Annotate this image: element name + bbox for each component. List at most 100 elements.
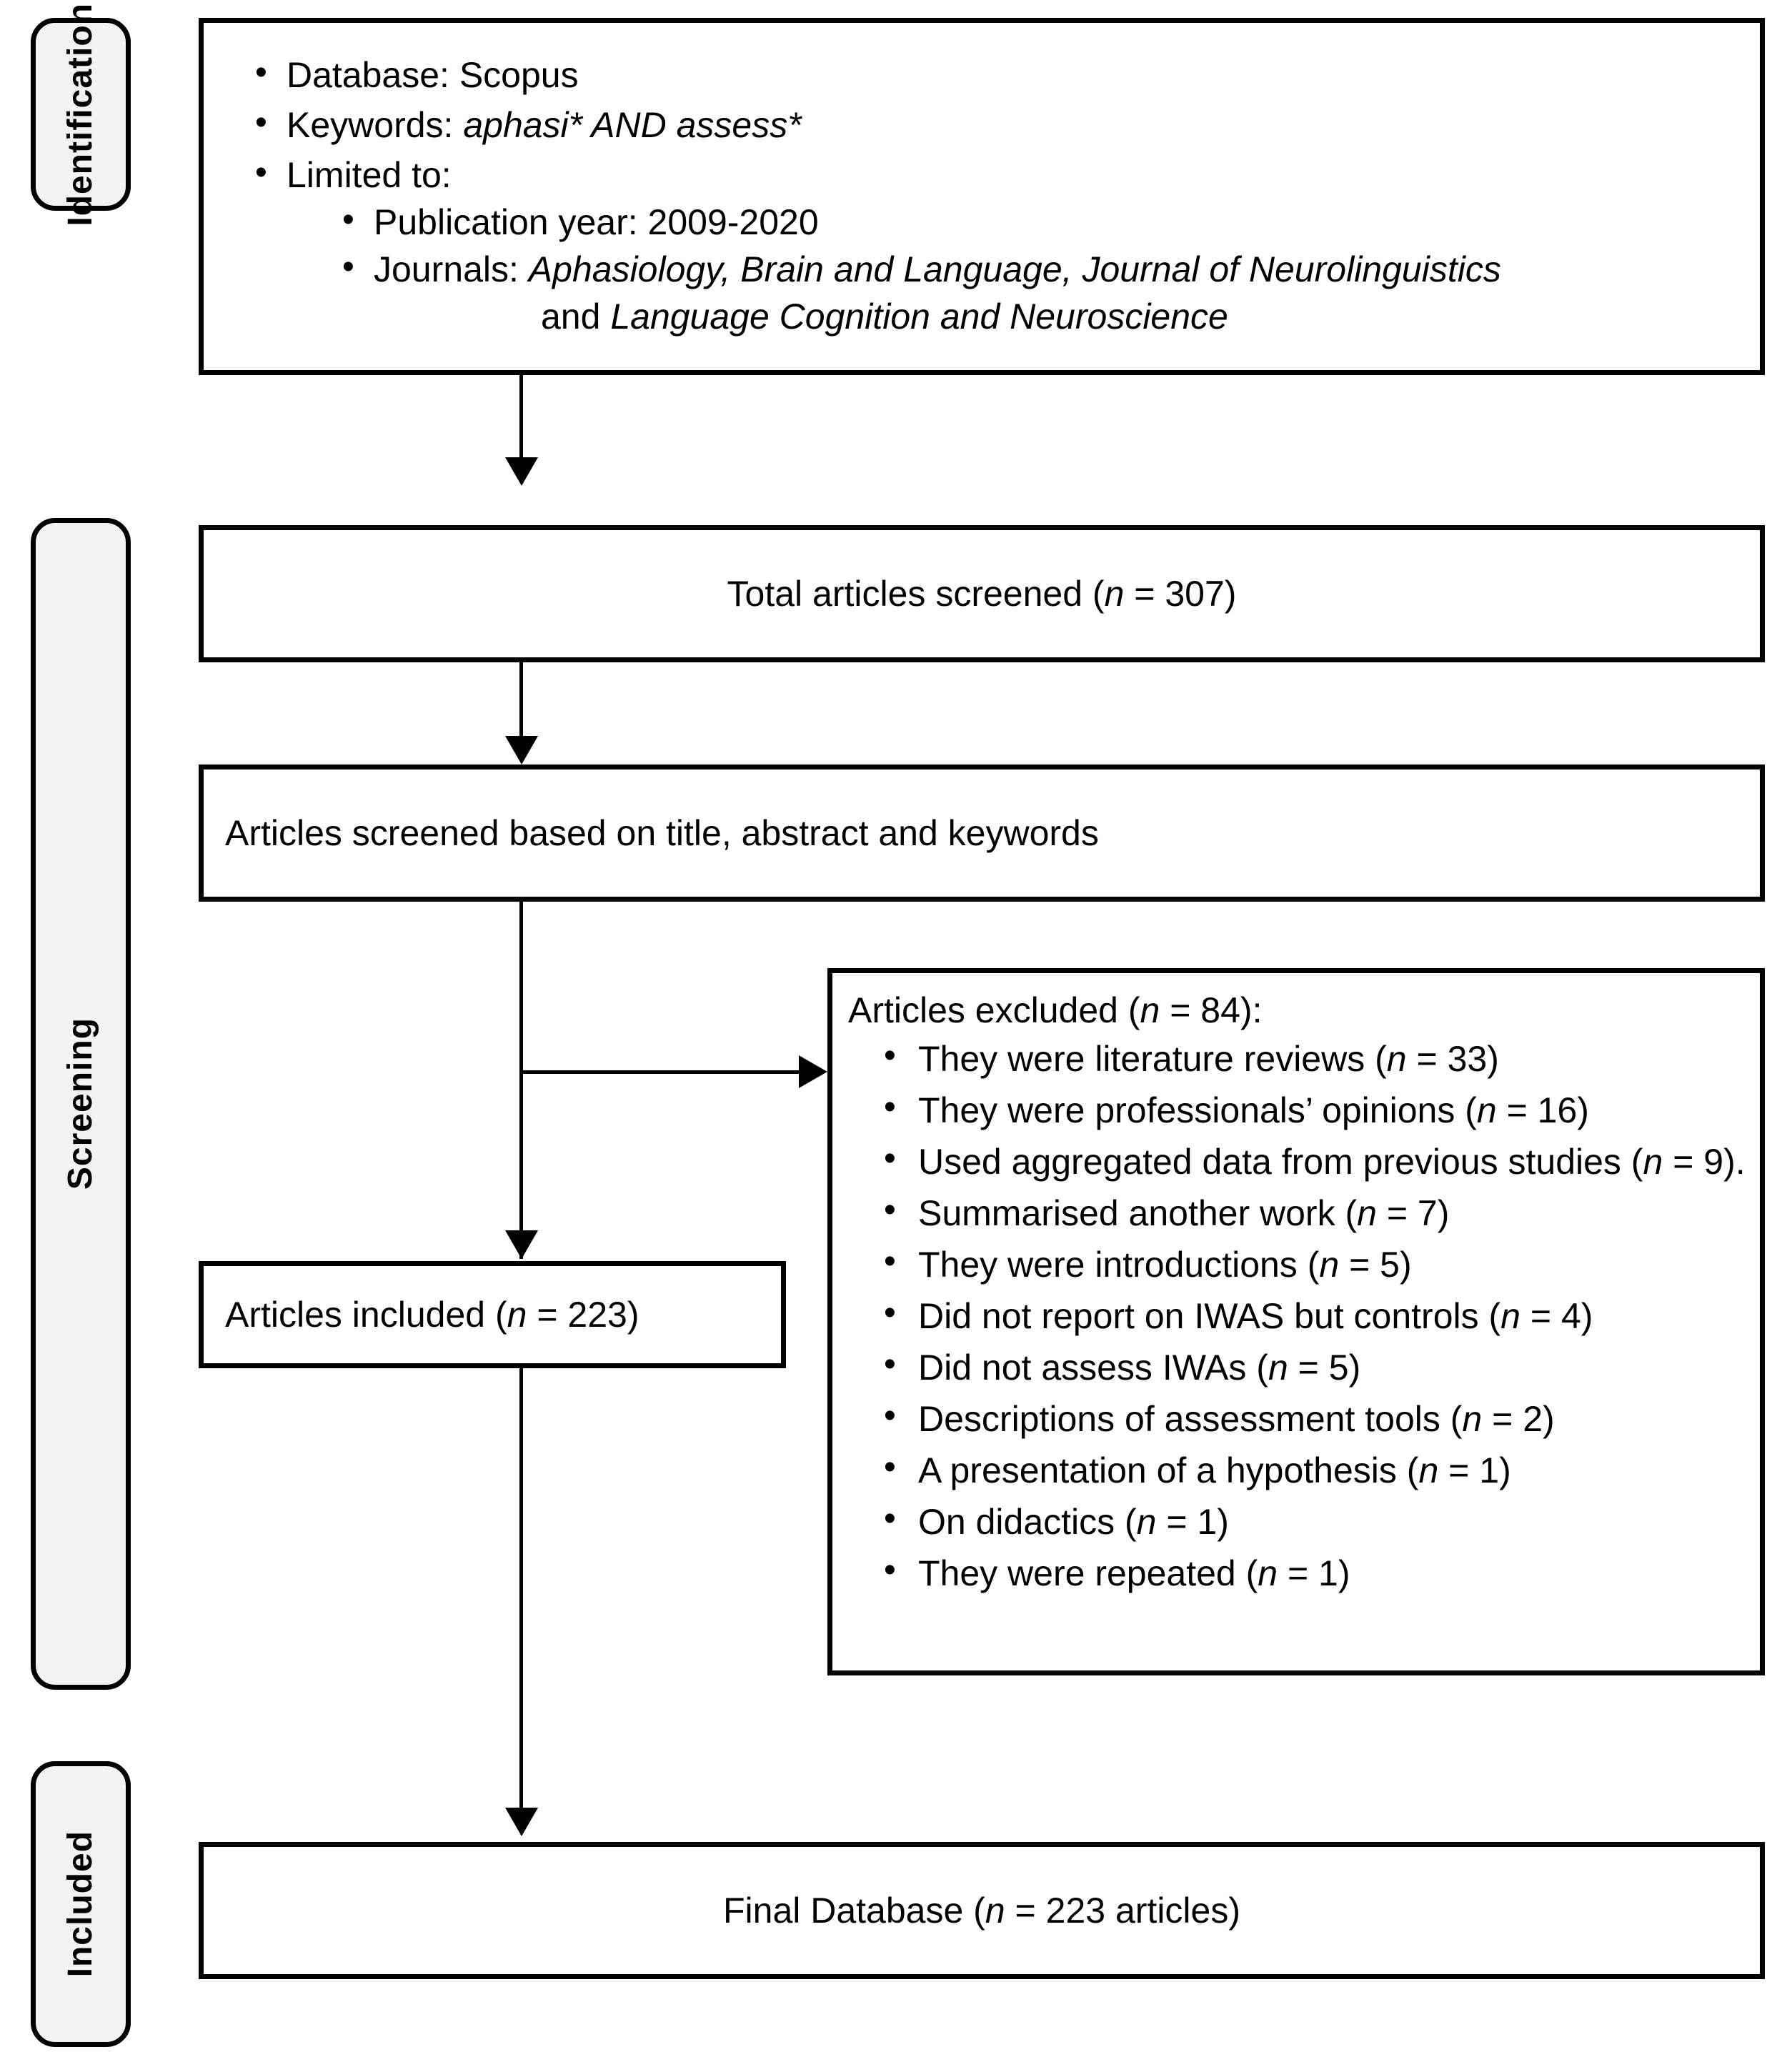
reason-n: n [1357, 1193, 1377, 1233]
reason-eq: = [1288, 1348, 1329, 1388]
stage-label-screening: Screening [31, 518, 131, 1690]
final-suffix: articles) [1105, 1890, 1240, 1931]
reason-eq: = [1406, 1039, 1448, 1079]
reason-count: 7 [1417, 1193, 1438, 1233]
reason-text: Descriptions of assessment tools ( [918, 1399, 1463, 1439]
articles-excluded-title: Articles excluded (n = 84): [832, 989, 1760, 1036]
reason-close: ) [1543, 1399, 1555, 1439]
journals-line-1: Journals: Aphasiology, Brain and Languag… [374, 246, 1760, 293]
screened-criteria-box: Articles screened based on title, abstra… [199, 764, 1765, 902]
reason-close: ) [1499, 1450, 1511, 1490]
included-eq: = [527, 1294, 568, 1335]
reason-text: Used aggregated data from previous studi… [918, 1142, 1643, 1182]
database-label: Database: [287, 55, 459, 95]
keywords-label: Keywords: [287, 105, 464, 145]
total-articles-screened-box: Total articles screened (n = 307) [199, 525, 1765, 662]
list-item-excluded-reason: Did not assess IWAs (n = 5) [884, 1343, 1760, 1391]
reason-text: Summarised another work ( [918, 1193, 1358, 1233]
excluded-reasons-list: They were literature reviews (n = 33) Th… [832, 1034, 1760, 1602]
reason-close: ) [1577, 1090, 1589, 1130]
identification-sub-list: Publication year: 2009-2020 Journals: Ap… [287, 197, 1760, 340]
arrow-included-to-final [505, 1808, 538, 1836]
reason-count: 1 [1318, 1553, 1338, 1593]
excluded-title-count: 84 [1200, 990, 1240, 1030]
list-item-excluded-reason: They were professionals’ opinions (n = 1… [884, 1085, 1760, 1134]
reason-count: 5 [1328, 1348, 1349, 1388]
reason-close: ). [1723, 1142, 1746, 1182]
reason-text: On didactics ( [918, 1502, 1137, 1542]
reason-eq: = [1438, 1450, 1480, 1490]
reason-n: n [1643, 1142, 1663, 1182]
list-item-excluded-reason: They were literature reviews (n = 33) [884, 1034, 1760, 1082]
reason-text: They were literature reviews ( [918, 1039, 1387, 1079]
arrow-identification-to-total [505, 457, 538, 486]
limited-to-label: Limited to: [287, 155, 452, 195]
journals-line2-prefix: and [541, 297, 611, 337]
reason-n: n [1476, 1090, 1497, 1130]
identification-criteria-list: Database: Scopus Keywords: aphasi* AND a… [204, 50, 1760, 343]
reason-eq: = [1278, 1553, 1319, 1593]
excluded-title-eq: = [1160, 990, 1201, 1030]
reason-close: ) [1348, 1348, 1361, 1388]
reason-close: ) [1437, 1193, 1450, 1233]
final-database-text: Final Database (n = 223 articles) [204, 1888, 1760, 1933]
publication-year-label: Publication year: [374, 202, 648, 242]
reason-text: They were professionals’ opinions ( [918, 1090, 1477, 1130]
articles-included-text: Articles included (n = 223) [204, 1293, 781, 1338]
final-prefix: Final Database ( [722, 1890, 985, 1931]
total-articles-screened-text: Total articles screened (n = 307) [204, 572, 1760, 617]
publication-year-value: 2009-2020 [647, 202, 819, 242]
reason-text: They were repeated ( [918, 1553, 1258, 1593]
arrow-total-to-criteria [505, 736, 538, 764]
included-n: n [507, 1294, 527, 1335]
list-item-database: Database: Scopus [255, 50, 1760, 99]
reason-n: n [1386, 1039, 1407, 1079]
included-prefix: Articles included ( [225, 1294, 507, 1335]
excluded-title-suffix: ): [1240, 990, 1263, 1030]
identification-criteria-box: Database: Scopus Keywords: aphasi* AND a… [199, 18, 1765, 375]
stage-label-identification-text: Identification [61, 2, 99, 226]
total-screened-count: 307 [1165, 573, 1225, 614]
reason-close: ) [1581, 1296, 1593, 1336]
reason-count: 4 [1560, 1296, 1581, 1336]
stage-label-included: Included [31, 1761, 131, 2047]
reason-close: ) [1487, 1039, 1499, 1079]
journals-label: Journals: [374, 249, 529, 289]
connector-identification-to-total [519, 375, 523, 461]
arrow-branch-to-excluded [799, 1055, 827, 1088]
list-item-journals: Journals: Aphasiology, Brain and Languag… [342, 244, 1760, 340]
stage-label-screening-text: Screening [61, 1017, 99, 1190]
list-item-excluded-reason: A presentation of a hypothesis (n = 1) [884, 1445, 1760, 1494]
reason-count: 5 [1380, 1245, 1400, 1285]
reason-n: n [1258, 1553, 1278, 1593]
list-item-excluded-reason: Did not report on IWAS but controls (n =… [884, 1291, 1760, 1340]
list-item-excluded-reason: Descriptions of assessment tools (n = 2) [884, 1394, 1760, 1443]
excluded-title-n: n [1140, 990, 1160, 1030]
list-item-excluded-reason: They were repeated (n = 1) [884, 1548, 1760, 1597]
final-count: 223 [1045, 1890, 1106, 1931]
list-item-excluded-reason: Used aggregated data from previous studi… [884, 1137, 1760, 1185]
reason-n: n [1462, 1399, 1483, 1439]
reason-close: ) [1217, 1502, 1229, 1542]
articles-included-box: Articles included (n = 223) [199, 1261, 786, 1368]
list-item-excluded-reason: On didactics (n = 1) [884, 1497, 1760, 1545]
reason-eq: = [1482, 1399, 1523, 1439]
connector-branch-to-excluded [519, 1070, 804, 1074]
stage-label-identification: Identification [31, 3, 131, 226]
reason-count: 33 [1447, 1039, 1488, 1079]
reason-count: 1 [1479, 1450, 1500, 1490]
list-item-keywords: Keywords: aphasi* AND assess* [255, 100, 1760, 149]
excluded-title-prefix: Articles excluded ( [848, 990, 1140, 1030]
reason-n: n [1418, 1450, 1439, 1490]
reason-eq: = [1520, 1296, 1561, 1336]
list-item-excluded-reason: Summarised another work (n = 7) [884, 1188, 1760, 1237]
reason-close: ) [1338, 1553, 1350, 1593]
reason-eq: = [1339, 1245, 1380, 1285]
total-screened-n: n [1104, 573, 1125, 614]
reason-text: Did not assess IWAs ( [918, 1348, 1268, 1388]
final-database-box: Final Database (n = 223 articles) [199, 1842, 1765, 1979]
list-item-publication-year: Publication year: 2009-2020 [342, 197, 1760, 246]
reason-eq: = [1376, 1193, 1418, 1233]
screened-criteria-text: Articles screened based on title, abstra… [225, 812, 1099, 853]
